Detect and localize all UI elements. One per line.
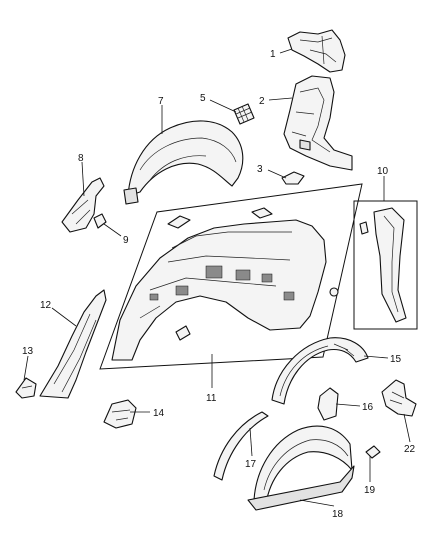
callout-13: 13 [22, 346, 34, 357]
part-17-seal-strip [213, 411, 269, 481]
callout-22: 22 [404, 444, 416, 455]
callout-14: 14 [153, 408, 165, 419]
callout-12: 12 [40, 300, 52, 311]
callout-1: 1 [270, 49, 276, 60]
part-1-upper-bracket [287, 29, 346, 73]
callout-8: 8 [78, 153, 84, 164]
callout-7: 7 [158, 96, 164, 107]
callout-2: 2 [259, 96, 265, 107]
part-15-wheelhouse-arch [271, 337, 369, 405]
callout-numbers: 1 2 3 5 7 8 9 10 11 12 13 14 15 16 17 18… [22, 49, 416, 520]
part-12-lower-pillar [39, 289, 107, 399]
callout-5: 5 [200, 93, 206, 104]
part-14-bracket [103, 399, 137, 429]
part-13-bracket [15, 377, 37, 399]
part-22-latch-bracket [381, 379, 417, 417]
leader-lines [23, 48, 411, 507]
part-2-pillar-panel [283, 75, 353, 171]
part-7-wheelhouse-liner [123, 120, 244, 205]
callout-15: 15 [390, 354, 402, 365]
callout-16: 16 [362, 402, 374, 413]
part-3-clip [281, 171, 305, 185]
part-10-pillar-reinforcement [353, 200, 418, 330]
part-16-bracket [317, 387, 339, 421]
callout-3: 3 [257, 164, 263, 175]
part-18-wheelhouse-liner-lower [247, 425, 355, 511]
part-19-clip [365, 445, 381, 459]
part-5-vent-grille [233, 103, 255, 125]
part-8-pillar-bracket [61, 177, 105, 233]
part-11-inner-quarter-panel [99, 183, 363, 370]
callout-11: 11 [206, 393, 217, 404]
callout-17: 17 [245, 459, 257, 470]
callout-9: 9 [123, 235, 129, 246]
callout-18: 18 [332, 509, 344, 520]
callout-19: 19 [364, 485, 376, 496]
callout-10: 10 [377, 166, 389, 177]
part-9-small-bracket [93, 213, 107, 229]
